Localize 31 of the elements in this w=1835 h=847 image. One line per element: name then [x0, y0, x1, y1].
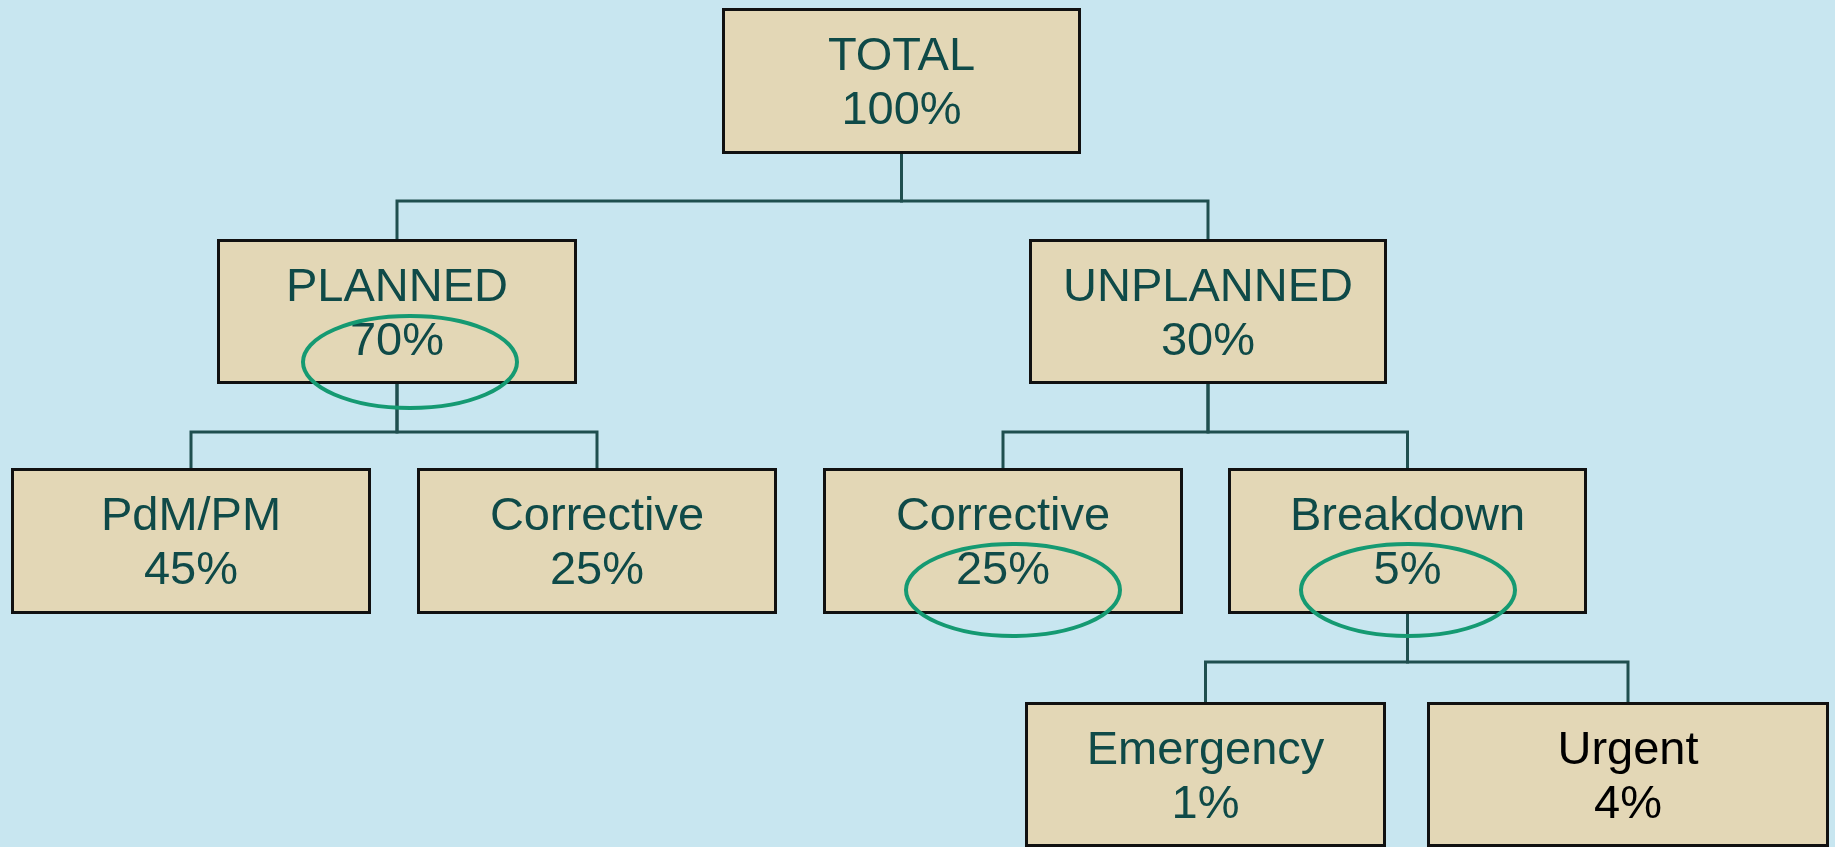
connector-line: [900, 154, 1210, 239]
percentage-value: 25%: [549, 541, 645, 595]
category-name: Emergency: [1086, 721, 1325, 775]
category-name: UNPLANNED: [1063, 258, 1353, 312]
connector-line: [1406, 614, 1630, 702]
category-box: [1029, 239, 1387, 384]
category-box: [1025, 702, 1386, 847]
category-name: Corrective: [489, 487, 705, 541]
category-box: [11, 468, 371, 614]
category-name: Urgent: [1557, 721, 1699, 775]
category-box: [823, 468, 1183, 614]
percentage-value: 100%: [841, 81, 962, 135]
category-name: PdM/PM: [100, 487, 282, 541]
connector-line: [395, 384, 599, 468]
category-name: PLANNED: [286, 258, 508, 312]
category-box: [417, 468, 777, 614]
category-name: TOTAL: [827, 27, 976, 81]
percentage-value: 30%: [1160, 312, 1256, 366]
percentage-value: 70%: [349, 312, 445, 366]
category-name: Corrective: [895, 487, 1111, 541]
percentage-value: 4%: [1594, 775, 1662, 829]
category-box: [1228, 468, 1587, 614]
percentage-value: 45%: [143, 541, 239, 595]
category-box: [722, 8, 1081, 154]
percentage-value: 5%: [1373, 541, 1442, 595]
percentage-value: 25%: [955, 541, 1051, 595]
category-box: [217, 239, 577, 384]
category-box: [1427, 702, 1829, 847]
percentage-value: 1%: [1171, 775, 1240, 829]
connector-line: [1206, 384, 1409, 468]
category-name: Breakdown: [1289, 487, 1526, 541]
